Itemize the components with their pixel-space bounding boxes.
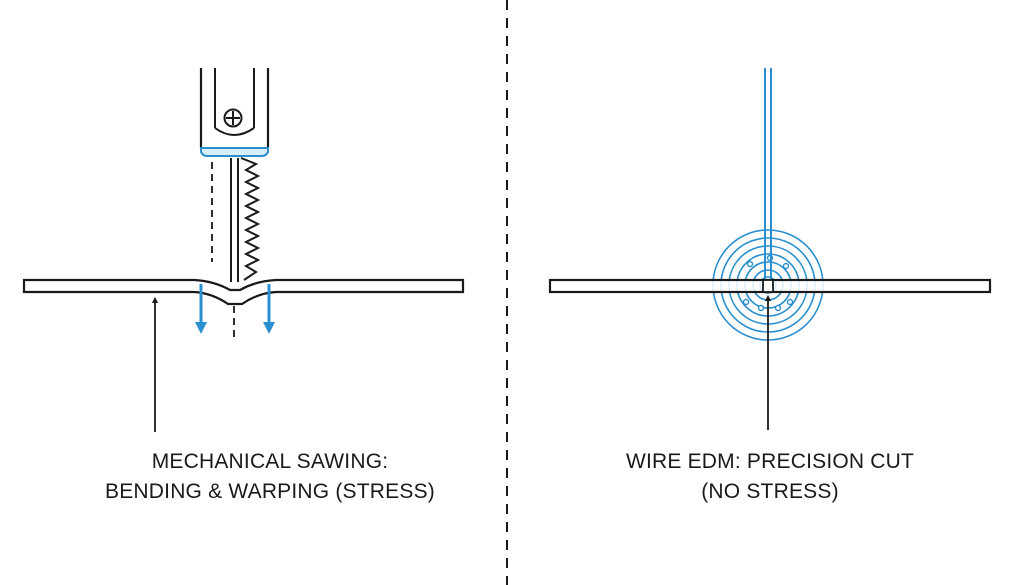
left-caption-line2: BENDING & WARPING (STRESS) bbox=[105, 480, 435, 503]
left-caption-line1: MECHANICAL SAWING: bbox=[151, 450, 389, 473]
right-caption-line1: WIRE EDM: PRECISION CUT bbox=[625, 450, 915, 473]
bolt-icon bbox=[223, 108, 243, 128]
right-panel bbox=[548, 68, 992, 430]
left-caption: MECHANICAL SAWING: BENDING & WARPING (ST… bbox=[60, 447, 480, 507]
left-panel bbox=[22, 68, 465, 432]
right-caption: WIRE EDM: PRECISION CUT (NO STRESS) bbox=[560, 447, 980, 507]
saw-blade-icon bbox=[230, 157, 261, 282]
right-caption-line2: (NO STRESS) bbox=[701, 480, 839, 503]
wire-electrode-icon bbox=[762, 68, 774, 293]
saw-holder bbox=[199, 68, 270, 157]
bent-workpiece bbox=[22, 278, 465, 306]
